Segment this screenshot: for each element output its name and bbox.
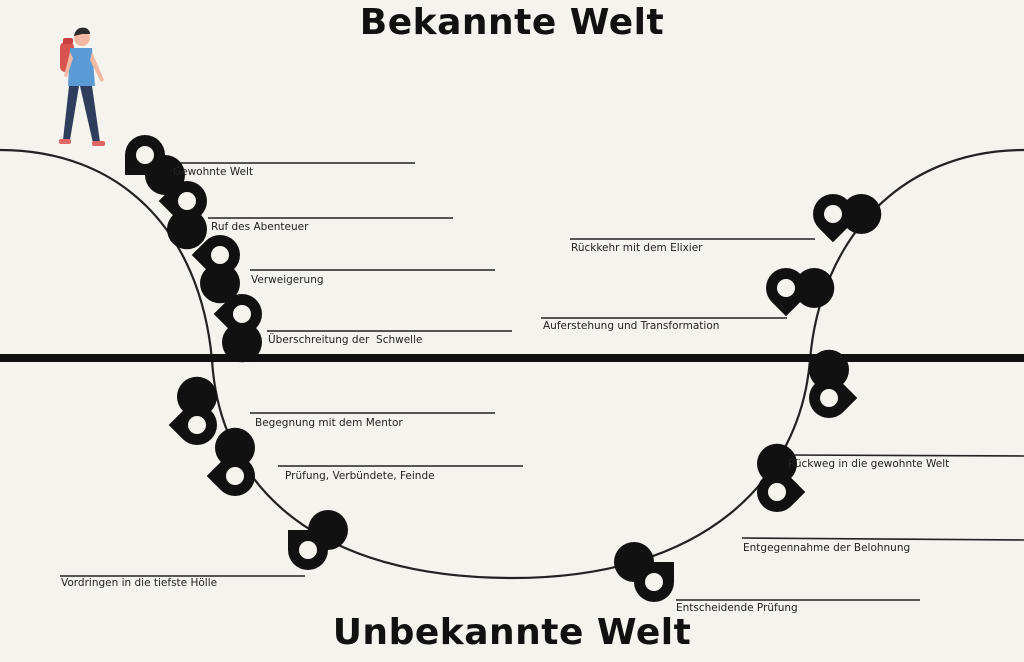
- pin-icon: [288, 510, 348, 570]
- stage-underlines: [60, 162, 1024, 601]
- stage-label-ruf-des-abenteuer: Ruf des Abenteuer: [211, 221, 309, 233]
- journey-arc-right: [808, 148, 1024, 361]
- stage-label-gewohnte-welt: Gewohnte Welt: [173, 166, 254, 178]
- stage-label-elixier: Rückkehr mit dem Elixier: [571, 242, 703, 254]
- pins: [125, 135, 890, 602]
- stage-label-entscheidende-pruefung: Entscheidende Prüfung: [676, 602, 798, 614]
- stage-label-auferstehung: Auferstehung und Transformation: [543, 320, 720, 332]
- underline-belohnung: [741, 537, 1024, 541]
- stage-label-pruefung: Prüfung, Verbündete, Feinde: [285, 470, 435, 482]
- stage-label-tiefste-hoelle: Vordringen in die tiefste Hölle: [61, 577, 218, 589]
- title-unknown-world: Unbekannte Welt: [332, 612, 692, 653]
- stage-label-rueckweg: Rückweg in die gewohnte Welt: [788, 458, 950, 470]
- stage-label-verweigerung: Verweigerung: [251, 274, 324, 286]
- stage-label-mentor: Begegnung mit dem Mentor: [255, 417, 403, 429]
- pin-icon: [734, 435, 820, 521]
- title-known-world: Bekannte Welt: [359, 2, 665, 43]
- threshold-line: [0, 354, 1024, 362]
- stage-label-ueberschreitung: Überschreitung der Schwelle: [268, 334, 423, 346]
- journey-arc-left: [0, 148, 215, 363]
- underline-rueckweg: [786, 454, 1024, 457]
- hiker-icon: [59, 27, 105, 146]
- stage-label-belohnung: Entgegennahme der Belohnung: [743, 542, 911, 554]
